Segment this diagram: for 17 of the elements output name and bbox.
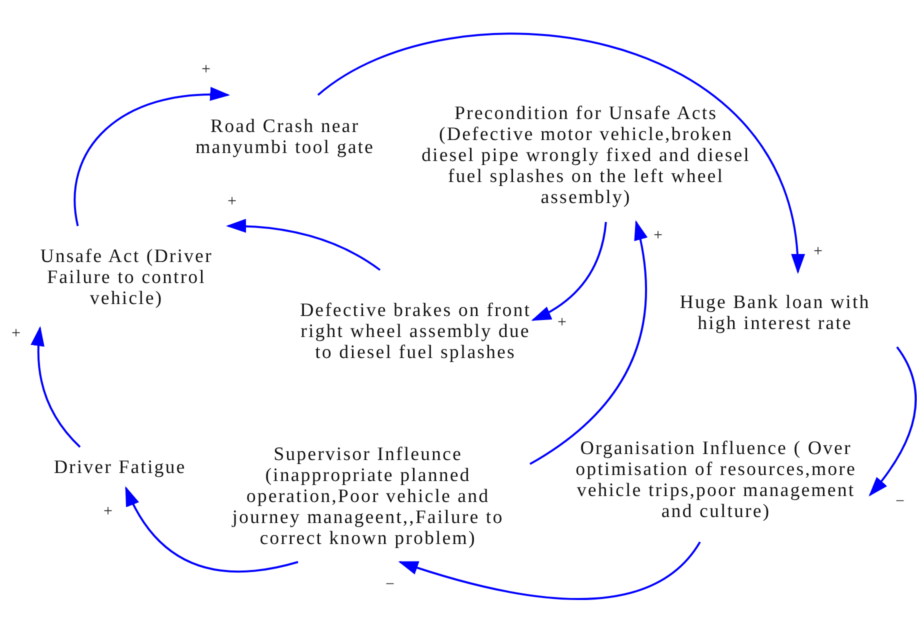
node-label: Road Crash near manyumbi tool gate [194, 116, 376, 158]
arrow [74, 88, 230, 226]
arrow [398, 541, 701, 600]
arrow [317, 32, 804, 274]
node-label: Organisation Influence ( Over optimisation of resources,more vehicle trips,poor management and culture) [574, 438, 858, 522]
arrow [32, 326, 81, 448]
arrow [529, 220, 647, 465]
node-label: Huge Bank loan with high interest rate [678, 292, 872, 334]
node-label: Supervisor Infleunce (inappropriate planned operation,Poor vehicle and journey manageent,,Failure to correct known problem) [230, 444, 505, 548]
node-label: Precondition for Unsafe Acts (Defective motor vehicle,broken diesel pipe wrongly fixed and diesel fuel splashes on the left wheel assembly) [421, 102, 751, 208]
node-label: Unsafe Act (Driver Failure to control vehicle) [39, 246, 214, 308]
arrow [869, 346, 917, 496]
arrow [124, 486, 298, 573]
arrow [532, 222, 607, 322]
node-label: Defective brakes on front right wheel assembly due to diesel fuel splashes [300, 300, 532, 362]
node-label: Driver Fatigue [54, 457, 186, 478]
arrow [226, 219, 381, 271]
